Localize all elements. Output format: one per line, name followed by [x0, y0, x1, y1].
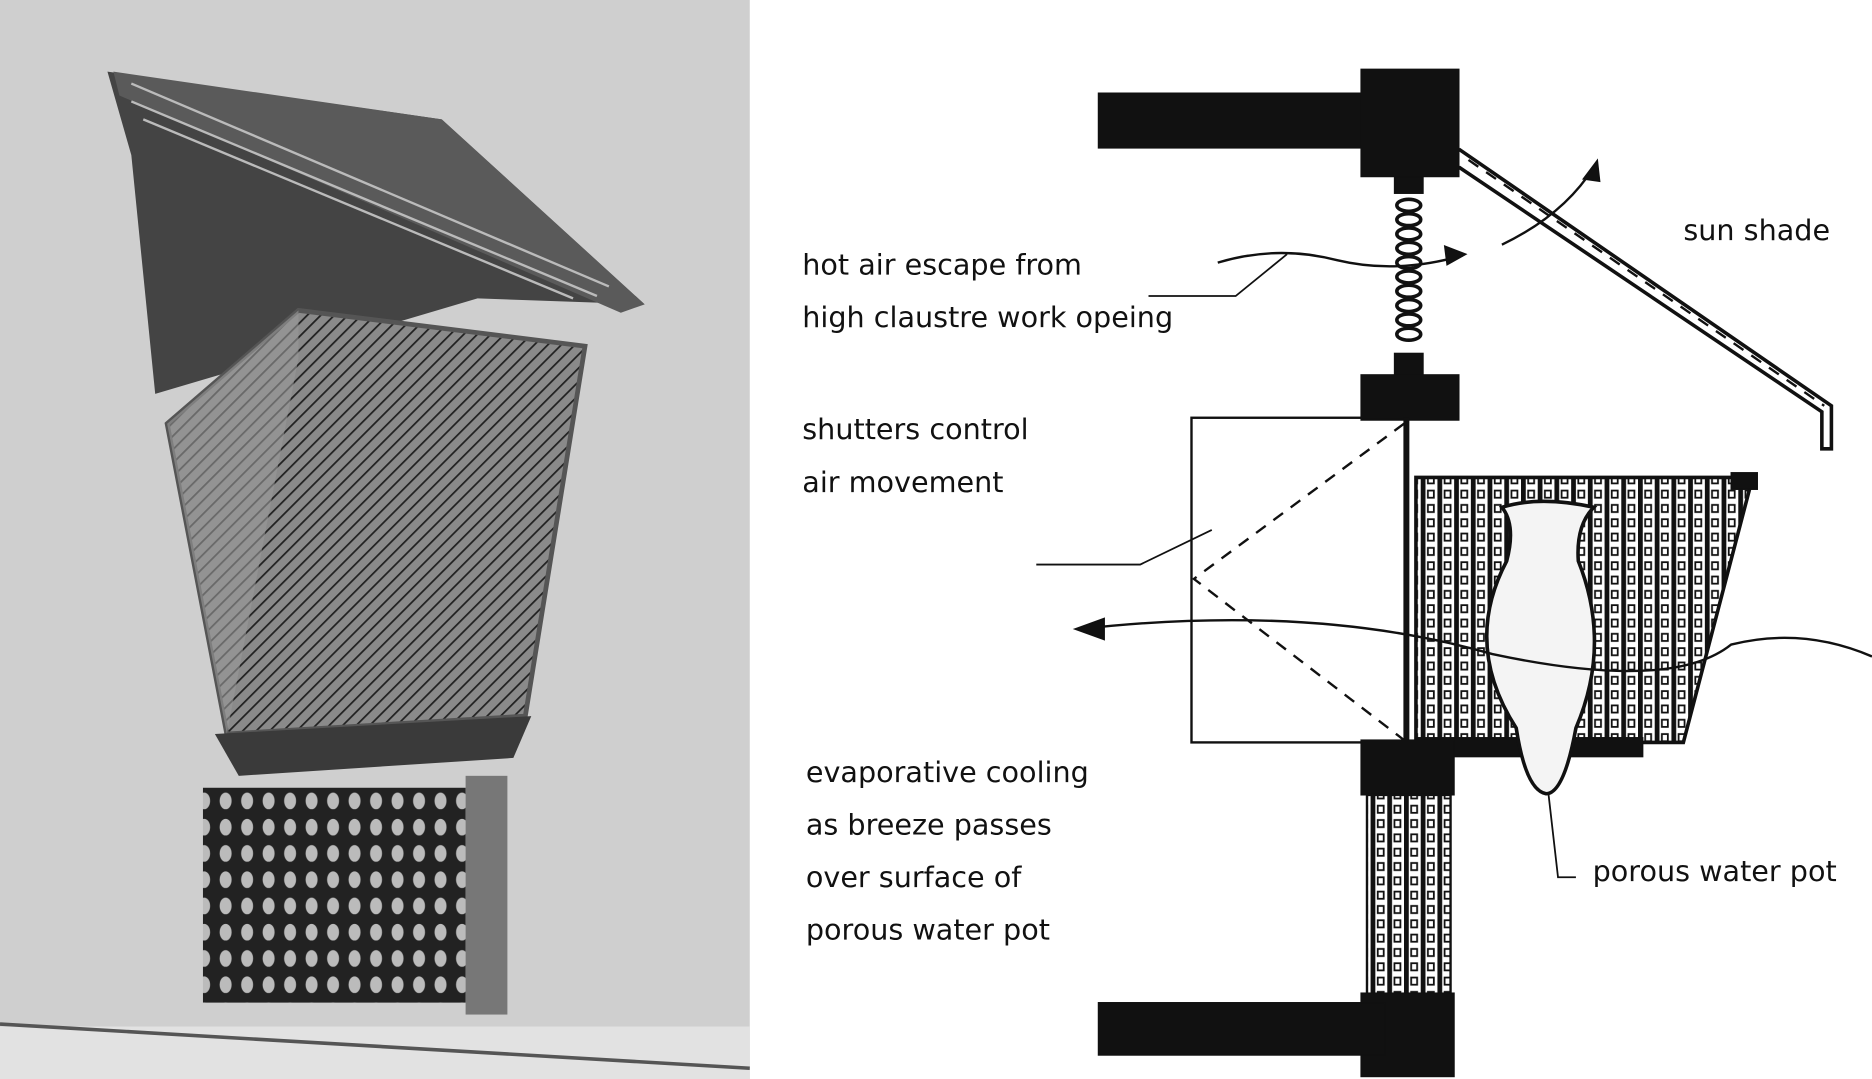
label-sun-shade: sun shade [1683, 213, 1830, 247]
label-shutters-1: shutters control [802, 412, 1028, 446]
label-hot-air-2: high claustre work opeing [802, 300, 1173, 334]
label-evap-4: porous water pot [806, 912, 1050, 946]
mashrabiya-photo [0, 0, 750, 1079]
section-drawing [1036, 68, 1872, 1078]
label-porous-pot: porous water pot [1593, 854, 1837, 888]
label-hot-air-1: hot air escape from [802, 248, 1082, 282]
label-evap-2: as breeze passes [806, 807, 1052, 841]
label-evap-1: evaporative cooling [806, 755, 1089, 789]
label-shutters-2: air movement [802, 465, 1003, 499]
label-evap-3: over surface of [806, 860, 1022, 894]
